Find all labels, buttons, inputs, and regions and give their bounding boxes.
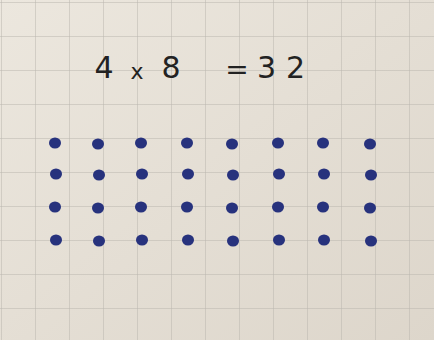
dot [93,170,105,181]
dot [318,169,330,180]
dot [181,202,193,213]
dot [50,235,62,246]
dot [50,169,62,180]
dot [365,170,377,181]
factor-number: 8 [161,53,180,83]
dot [226,203,238,214]
dot [273,235,285,246]
factor-number: 4 [94,53,113,83]
dot [365,236,377,247]
dot-array [49,138,377,247]
dot [49,202,61,213]
dot [92,203,104,214]
dot [227,170,239,181]
dot [317,202,329,213]
dot [136,169,148,180]
dot [92,139,104,150]
dot [135,138,147,149]
dot [272,138,284,149]
dot [272,202,284,213]
product-number: 32 [257,53,315,83]
dot [318,235,330,246]
dot [364,203,376,214]
dot [317,138,329,149]
equals-sign: = [225,56,248,84]
dot [227,236,239,247]
dot [136,235,148,246]
dot [182,169,194,180]
dot [93,236,105,247]
dot [135,202,147,213]
dot [364,139,376,150]
dot [181,138,193,149]
dot [273,169,285,180]
dot [226,139,238,150]
dot [182,235,194,246]
dot [49,138,61,149]
times-sign: x [130,61,143,83]
